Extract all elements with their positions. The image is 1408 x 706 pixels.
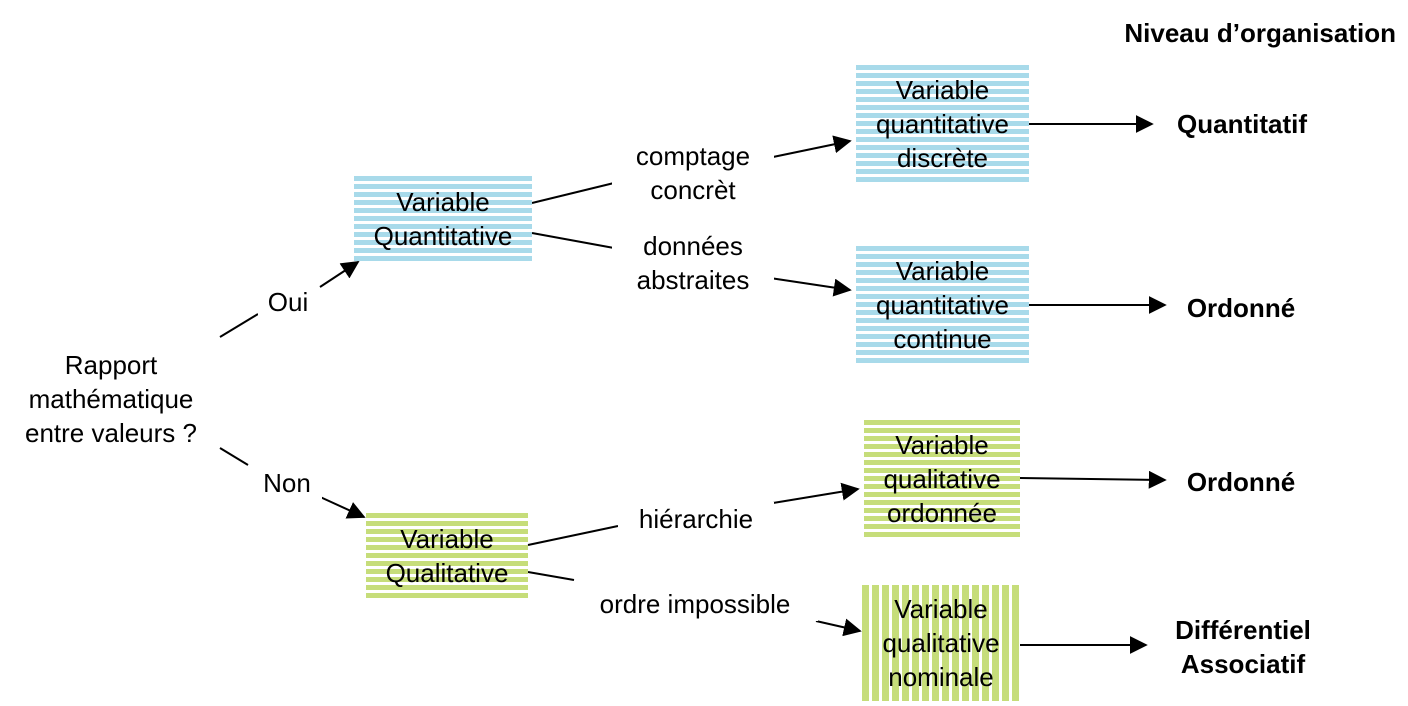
node-line: nominale	[888, 662, 994, 692]
node-line: Quantitative	[373, 221, 513, 251]
node-line: discrète	[896, 143, 989, 173]
edge-label-line: abstraites	[636, 265, 750, 295]
node-line: Variable	[894, 594, 988, 624]
node-variable-qualitative: Variable Qualitative	[366, 513, 528, 599]
edge-label-abstract: données abstraites	[612, 229, 774, 297]
root-line-1: Rapport	[64, 350, 158, 380]
root-question: Rapport mathématique entre valeurs ?	[0, 347, 222, 451]
edge-qual-noorder	[527, 571, 575, 581]
level-line: Différentiel	[1175, 615, 1311, 645]
level-ordered-1: Ordonné	[1186, 293, 1296, 323]
section-heading: Niveau d’organisation	[1124, 18, 1396, 48]
edge-counting-discrete	[772, 135, 852, 158]
node-line: ordonnée	[887, 498, 997, 528]
edge-root-non	[219, 447, 249, 466]
edge-label-line: comptage	[635, 141, 751, 171]
node-line: quantitative	[876, 109, 1009, 139]
root-line-3: entre valeurs ?	[25, 418, 197, 448]
node-line: qualitative	[883, 464, 1001, 494]
edge-root-oui	[219, 313, 259, 338]
node-line: Qualitative	[385, 558, 509, 588]
level-line: Associatif	[1180, 649, 1306, 679]
level-ordered-2: Ordonné	[1186, 467, 1296, 497]
node-line: Variable	[396, 187, 490, 217]
edge-abstract-continuous	[769, 277, 852, 297]
edge-label-line: données	[643, 231, 743, 261]
edge-ordinal-level	[1019, 470, 1167, 489]
edge-label-counting: comptage concrèt	[612, 139, 774, 207]
node-variable-nominal: Variable qualitative nominale	[862, 585, 1020, 701]
root-line-2: mathématique	[28, 384, 194, 414]
node-line: continue	[893, 324, 992, 354]
node-line: quantitative	[876, 290, 1009, 320]
edge-label-no-order: ordre impossible	[572, 587, 818, 621]
edge-quant-counting	[531, 182, 615, 204]
branch-label-non: Non	[252, 466, 322, 500]
level-differential-associative: Différentiel Associatif	[1150, 613, 1336, 681]
edge-hierarchy-ordinal	[772, 482, 860, 504]
edge-qual-hierarchy	[527, 525, 619, 546]
node-line: qualitative	[882, 628, 1000, 658]
edge-noorder-nominal	[815, 618, 862, 637]
edge-oui-quantitative	[319, 261, 360, 288]
node-variable-discrete: Variable quantitative discrète	[856, 65, 1029, 183]
node-line: Variable	[895, 75, 990, 105]
branch-label-oui: Oui	[258, 285, 318, 319]
node-variable-continuous: Variable quantitative continue	[856, 246, 1029, 364]
edge-label-line: concrèt	[650, 175, 736, 205]
node-variable-quantitative: Variable Quantitative	[354, 176, 532, 262]
node-line: Variable	[400, 524, 494, 554]
edge-label-hierarchy: hiérarchie	[618, 502, 774, 536]
node-line: Variable	[895, 430, 989, 460]
level-quantitative: Quantitatif	[1177, 109, 1307, 139]
edge-quant-abstract	[531, 232, 615, 249]
node-variable-ordinal: Variable qualitative ordonnée	[864, 420, 1020, 538]
edge-non-qualitative	[317, 495, 366, 519]
node-line: Variable	[895, 256, 990, 286]
